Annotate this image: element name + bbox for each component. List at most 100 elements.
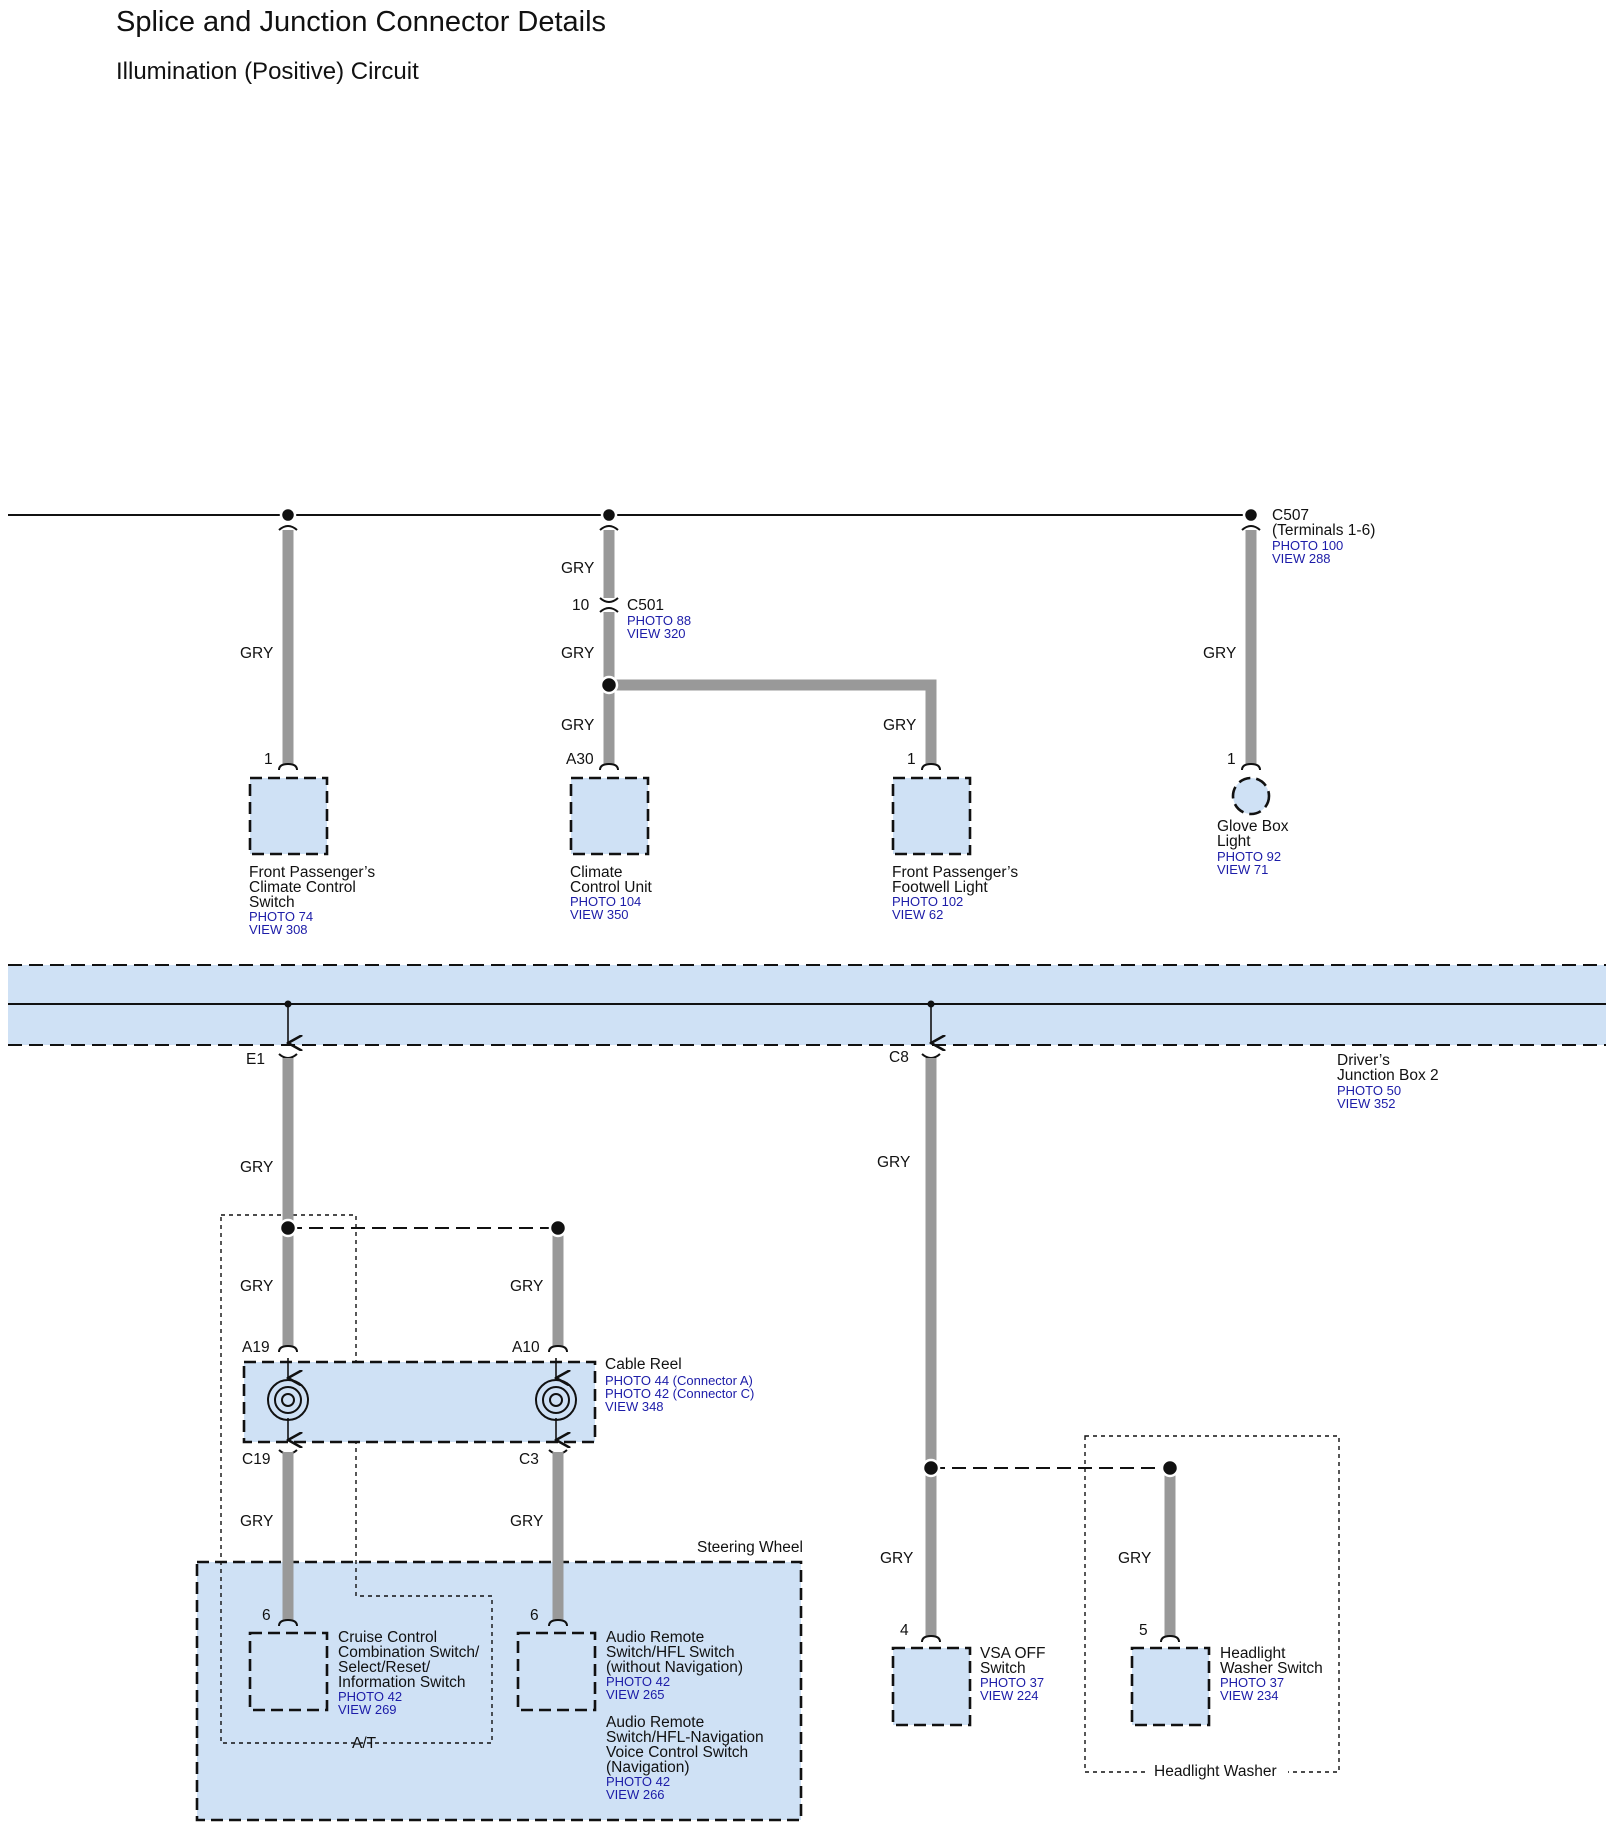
branch-climate-unit: GRY 10 C501 PHOTO 88 VIEW 320 GRY GRY GR… <box>561 506 1018 922</box>
wire-color-label: GRY <box>561 560 594 577</box>
jb-terminal-e1: E1 <box>246 1051 265 1068</box>
footwell-light-name-1: Front Passenger’s <box>892 864 1018 881</box>
audio-remote-photo: PHOTO 42 <box>606 1674 670 1689</box>
c507-note: (Terminals 1-6) <box>1272 522 1375 539</box>
c501-photo: PHOTO 88 <box>627 613 691 628</box>
climate-unit-pin: A30 <box>566 751 594 768</box>
branch-glove-box: C507 (Terminals 1-6) PHOTO 100 VIEW 288 … <box>1203 506 1375 877</box>
jb-terminal-c8: C8 <box>889 1049 909 1066</box>
wire-color-label: GRY <box>877 1154 910 1171</box>
at-label: A/T <box>352 1735 377 1752</box>
climate-unit-view: VIEW 350 <box>570 907 629 922</box>
vsa-off-name-1: VSA OFF <box>980 1645 1045 1662</box>
audio-remote-name-1: Audio Remote <box>606 1629 704 1646</box>
climate-unit-photo: PHOTO 104 <box>570 894 641 909</box>
headlight-washer-switch-name-2: Washer Switch <box>1220 1660 1323 1677</box>
footwell-light-name-2: Footwell Light <box>892 879 988 896</box>
branch-vsa-off: GRY GRY 4 VSA OFF Switch PHOTO 37 VIEW 2… <box>877 1053 1170 1727</box>
reel-pin-a19: A19 <box>242 1339 270 1356</box>
cable-reel-photo-a: PHOTO 44 (Connector A) <box>605 1373 753 1388</box>
vsa-off-pin: 4 <box>900 1622 909 1639</box>
audio-remote-box <box>516 1631 597 1712</box>
vsa-off-photo: PHOTO 37 <box>980 1675 1044 1690</box>
wire-color-label: GRY <box>510 1278 543 1295</box>
cruise-switch-name-1: Cruise Control <box>338 1629 437 1646</box>
cruise-switch-view: VIEW 269 <box>338 1702 397 1717</box>
vsa-off-box <box>891 1646 972 1727</box>
cruise-switch-name-2: Combination Switch/ <box>338 1644 480 1661</box>
headlight-washer-switch-photo: PHOTO 37 <box>1220 1675 1284 1690</box>
glove-box-name-1: Glove Box <box>1217 818 1289 835</box>
audio-remote-alt-name-1: Audio Remote <box>606 1714 704 1731</box>
climate-switch-view: VIEW 308 <box>249 922 308 937</box>
page-title: Splice and Junction Connector Details <box>116 6 607 38</box>
reel-pin-c19: C19 <box>242 1451 270 1468</box>
audio-remote-alt-view: VIEW 266 <box>606 1787 665 1802</box>
headlight-washer-switch-view: VIEW 234 <box>1220 1688 1279 1703</box>
wire-color-label: GRY <box>240 645 273 662</box>
cable-reel: Cable Reel PHOTO 44 (Connector A) PHOTO … <box>242 1356 754 1442</box>
junction-box-name-1: Driver’s <box>1337 1052 1390 1069</box>
reel-coil-right <box>535 1358 577 1440</box>
glove-box-pin: 1 <box>1227 751 1236 768</box>
reel-pin-c3: C3 <box>519 1451 539 1468</box>
at-option-outline <box>220 1214 493 1744</box>
drivers-junction-box: E1 C8 Driver’s Junction Box 2 PHOTO 50 V… <box>8 964 1606 1111</box>
cruise-switch-pin: 6 <box>262 1607 271 1624</box>
junction-box-photo: PHOTO 50 <box>1337 1083 1401 1098</box>
wire-color-label: GRY <box>240 1278 273 1295</box>
audio-remote-pin: 6 <box>530 1607 539 1624</box>
climate-switch-box <box>248 776 329 856</box>
cable-reel-photo-c: PHOTO 42 (Connector C) <box>605 1386 754 1401</box>
climate-switch-name-2: Climate Control <box>249 879 356 896</box>
cruise-switch-name-3: Select/Reset/ <box>338 1659 431 1676</box>
junction-box-view: VIEW 352 <box>1337 1096 1396 1111</box>
reel-pin-a10: A10 <box>512 1339 540 1356</box>
c507-name: C507 <box>1272 507 1309 524</box>
headlight-washer-label: Headlight Washer <box>1154 1763 1277 1780</box>
c501-pin: 10 <box>572 597 590 614</box>
c507-view: VIEW 288 <box>1272 551 1331 566</box>
steering-wheel-label: Steering Wheel <box>697 1539 803 1556</box>
wire-color-label: GRY <box>880 1550 913 1567</box>
cruise-switch-name-4: Information Switch <box>338 1674 466 1691</box>
glove-box-photo: PHOTO 92 <box>1217 849 1281 864</box>
cruise-switch-photo: PHOTO 42 <box>338 1689 402 1704</box>
audio-remote-alt-name-3: Voice Control Switch <box>606 1744 748 1761</box>
climate-switch-name-3: Switch <box>249 894 295 911</box>
climate-unit-name-1: Climate <box>570 864 623 881</box>
c501-name: C501 <box>627 597 664 614</box>
audio-remote-alt-name-4: (Navigation) <box>606 1759 690 1776</box>
climate-switch-photo: PHOTO 74 <box>249 909 313 924</box>
headlight-washer-switch-name-1: Headlight <box>1220 1645 1286 1662</box>
wire-color-label: GRY <box>1118 1550 1151 1567</box>
wire-color-label: GRY <box>240 1159 273 1176</box>
wire-color-label: GRY <box>883 717 916 734</box>
page-subtitle: Illumination (Positive) Circuit <box>116 58 419 85</box>
headlight-washer-switch-box <box>1130 1646 1211 1727</box>
footwell-light-box <box>891 776 972 856</box>
wire-color-label: GRY <box>561 717 594 734</box>
c501-view: VIEW 320 <box>627 626 686 641</box>
wire-color-label: GRY <box>240 1513 273 1530</box>
climate-switch-name-1: Front Passenger’s <box>249 864 375 881</box>
vsa-off-view: VIEW 224 <box>980 1688 1039 1703</box>
cable-reel-name: Cable Reel <box>605 1356 682 1373</box>
headlight-washer-outline <box>1084 1435 1340 1773</box>
glove-box-light-bulb <box>1231 776 1271 816</box>
wire-color-label: GRY <box>1203 645 1236 662</box>
footwell-light-pin: 1 <box>907 751 916 768</box>
vsa-off-name-2: Switch <box>980 1660 1026 1677</box>
branch-headlight-washer: Headlight Washer GRY 5 Headlight Washer … <box>1084 1435 1340 1780</box>
headlight-washer-switch-pin: 5 <box>1139 1622 1148 1639</box>
audio-remote-alt-photo: PHOTO 42 <box>606 1774 670 1789</box>
audio-remote-alt-name-2: Switch/HFL-Navigation <box>606 1729 764 1746</box>
footwell-light-view: VIEW 62 <box>892 907 943 922</box>
climate-unit-box <box>569 776 650 856</box>
wire-color-label: GRY <box>510 1513 543 1530</box>
cable-reel-view: VIEW 348 <box>605 1399 664 1414</box>
junction-box-name-2: Junction Box 2 <box>1337 1067 1439 1084</box>
wire-color-label: GRY <box>561 645 594 662</box>
footwell-light-photo: PHOTO 102 <box>892 894 963 909</box>
